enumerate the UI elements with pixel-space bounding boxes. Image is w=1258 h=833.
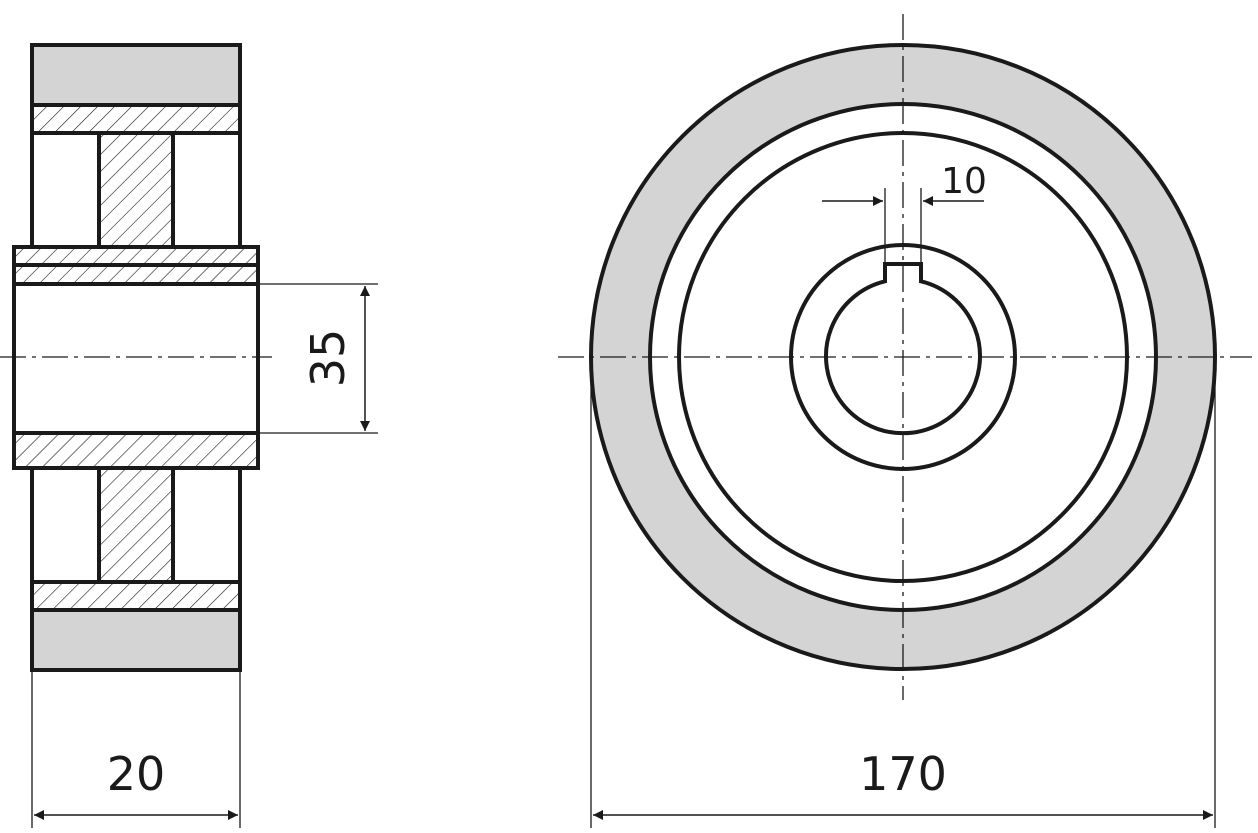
web-bottom-section bbox=[97, 466, 175, 584]
web-top-section bbox=[97, 131, 175, 249]
pocket-bottom-right bbox=[171, 466, 242, 584]
tread-top bbox=[30, 43, 242, 107]
pocket-top-left bbox=[30, 131, 101, 249]
front-view: 10 170 bbox=[558, 14, 1252, 828]
pocket-top-right bbox=[171, 131, 242, 249]
pocket-bottom-left bbox=[30, 466, 101, 584]
section-view: 35 20 bbox=[0, 43, 378, 828]
tread-bottom bbox=[30, 608, 242, 672]
diameter-dimension-label: 170 bbox=[859, 747, 947, 801]
rim-bottom-section bbox=[30, 580, 242, 612]
width-dimension-label: 20 bbox=[107, 747, 166, 801]
hub-bottom-section bbox=[12, 431, 260, 470]
keyway-dimension-label: 10 bbox=[941, 161, 987, 202]
bore-dimension-label: 35 bbox=[301, 329, 355, 388]
rim-top-section bbox=[30, 103, 242, 135]
bore-with-keyway bbox=[824, 262, 982, 436]
